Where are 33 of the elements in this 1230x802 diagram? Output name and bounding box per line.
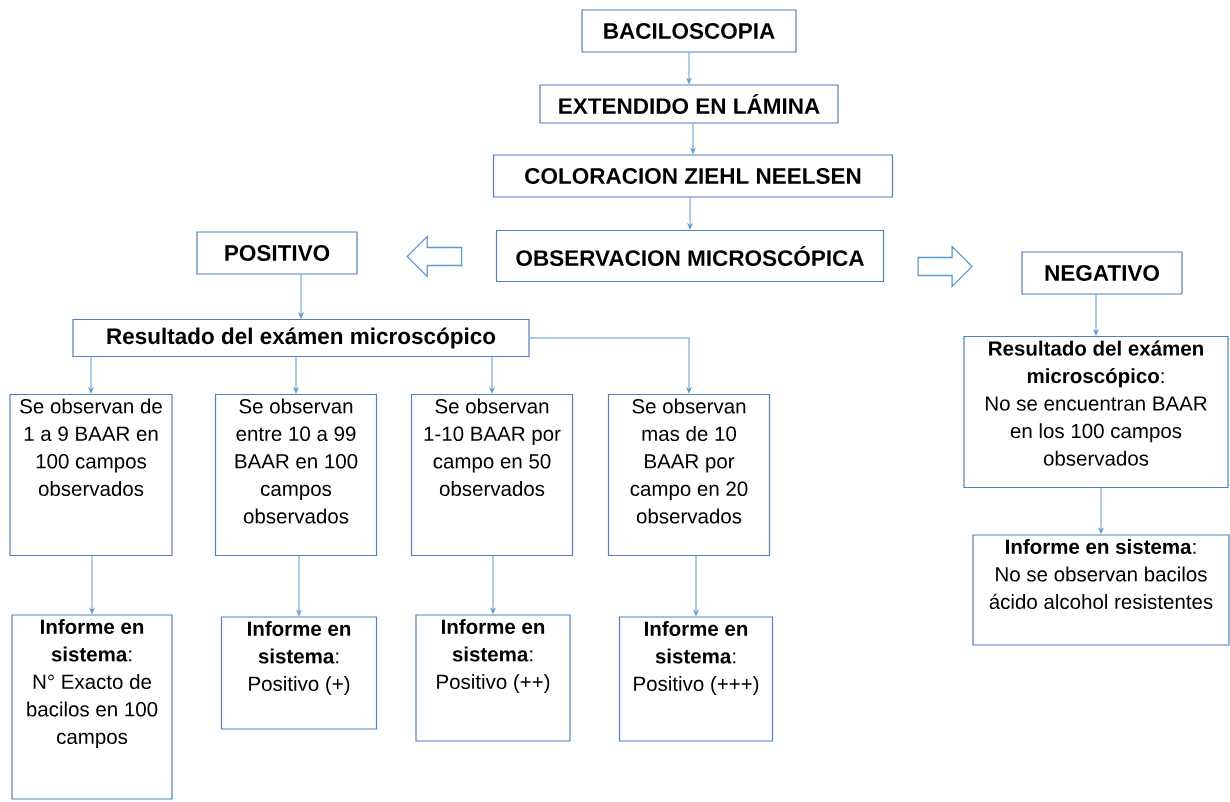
arrow <box>293 356 299 394</box>
report-box: Informe en sistema: N° Exacto de bacilos en 100 campos <box>11 614 173 800</box>
report-box: Informe en sistema: Positivo (++) <box>415 614 571 742</box>
arrow <box>1098 487 1104 534</box>
block-arrow <box>917 244 974 289</box>
block-arrow <box>406 234 463 279</box>
result-box: Se observan 1-10 BAAR por campo en 50 observados <box>410 393 574 557</box>
process-box: NEGATIVO <box>1021 251 1183 295</box>
report-box: Informe en sistema: Positivo (+) <box>220 616 378 730</box>
arrow <box>687 197 693 230</box>
arrow <box>89 555 95 614</box>
process-box: BACILOSCOPIA <box>581 9 797 53</box>
process-box: Resultado del exámen microscópico <box>72 318 530 358</box>
report-box: Informe en sistema: No se observan bacilos ácido alcohol resistentes <box>972 534 1230 646</box>
arrow <box>693 555 699 616</box>
arrow <box>88 356 94 394</box>
result-box: Se observan de 1 a 9 BAAR en 100 campos observados <box>9 393 173 557</box>
arrow <box>296 555 302 616</box>
arrow <box>529 337 692 394</box>
arrow <box>1093 294 1099 336</box>
process-box: COLORACION ZIEHL NEELSEN <box>492 154 894 198</box>
report-box: Informe en sistema: Positivo (+++) <box>618 616 774 742</box>
result-box: Se observan entre 10 a 99 BAAR en 100 campos observados <box>214 393 378 557</box>
arrow <box>298 274 304 319</box>
arrow <box>489 356 495 394</box>
arrow <box>690 123 696 154</box>
process-box: EXTENDIDO EN LÁMINA <box>539 84 839 124</box>
result-box: Se observan mas de 10 BAAR por campo en 20 observados <box>607 393 771 557</box>
arrow <box>686 52 692 84</box>
result-box: Resultado del exámen microscópico: No se encuentran BAAR en los 100 campos observados <box>963 335 1229 489</box>
arrow <box>490 555 496 614</box>
process-box: OBSERVACION MICROSCÓPICA <box>495 229 885 283</box>
process-box: POSITIVO <box>196 231 358 275</box>
